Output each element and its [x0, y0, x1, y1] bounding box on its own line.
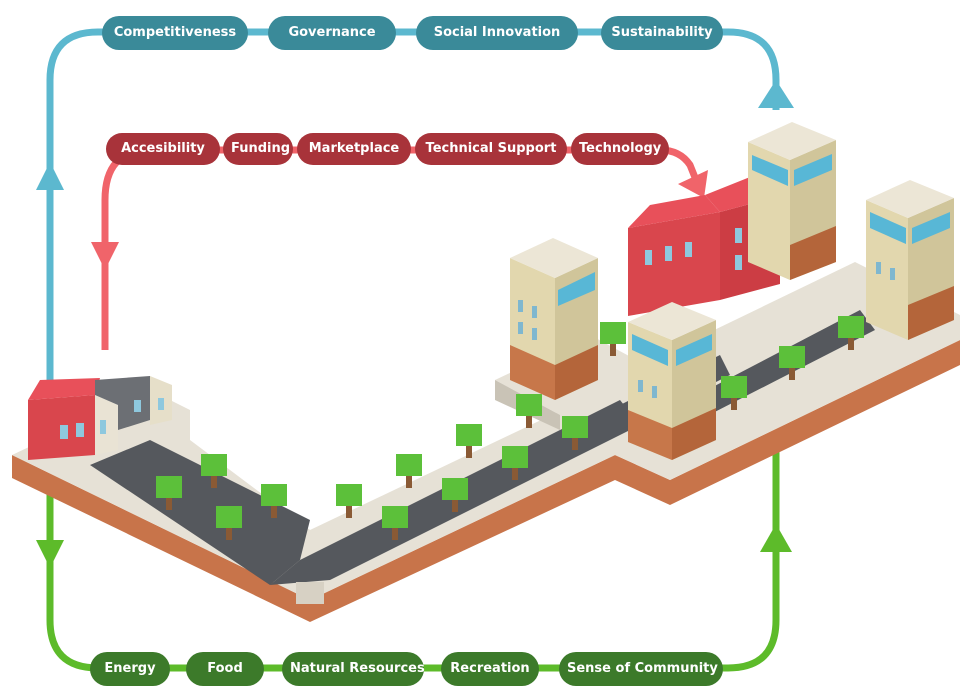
pill-sustainability: Sustainability [601, 16, 723, 50]
beige-tower-4 [866, 180, 954, 340]
tree [516, 394, 542, 428]
down-arrow-icon [36, 540, 64, 568]
beige-tower-3 [628, 302, 716, 460]
pill-marketplace: Marketplace [297, 133, 411, 165]
tree [600, 322, 626, 356]
red-house [28, 378, 118, 460]
tree [261, 484, 287, 518]
red-loop [91, 146, 708, 350]
tree [779, 346, 805, 380]
up-arrow-icon [760, 524, 792, 552]
pill-governance: Governance [268, 16, 396, 50]
tree [201, 454, 227, 488]
tree [216, 506, 242, 540]
tree [838, 316, 864, 350]
pill-energy: Energy [90, 652, 170, 686]
beige-tower-2 [748, 122, 836, 280]
beige-tower-1 [510, 238, 598, 400]
pill-recreation: Recreation [441, 652, 539, 686]
tree [156, 476, 182, 510]
pill-competitiveness: Competitiveness [102, 16, 248, 50]
down-arrow-icon [91, 242, 119, 270]
gray-house [95, 376, 172, 430]
tree [336, 484, 362, 518]
pill-accesibility: Accesibility [106, 133, 220, 165]
pill-sense-of-community: Sense of Community [559, 652, 723, 686]
up-arrow-icon [678, 170, 708, 198]
tree [442, 478, 468, 512]
up-arrow-icon [36, 162, 64, 190]
tree [721, 376, 747, 410]
tree [456, 424, 482, 458]
up-arrow-icon [758, 80, 794, 108]
pill-natural-resources: Natural Resources [282, 652, 425, 686]
tree [396, 454, 422, 488]
pill-technology: Technology [571, 133, 669, 165]
trees [156, 316, 864, 540]
pill-social-innovation: Social Innovation [416, 16, 578, 50]
city-platform [12, 262, 960, 622]
pill-funding: Funding [223, 133, 293, 165]
blue-loop [36, 28, 794, 380]
tree [562, 416, 588, 450]
pill-technical-support: Technical Support [415, 133, 567, 165]
tree [502, 446, 528, 480]
tree [382, 506, 408, 540]
pill-food: Food [186, 652, 264, 686]
